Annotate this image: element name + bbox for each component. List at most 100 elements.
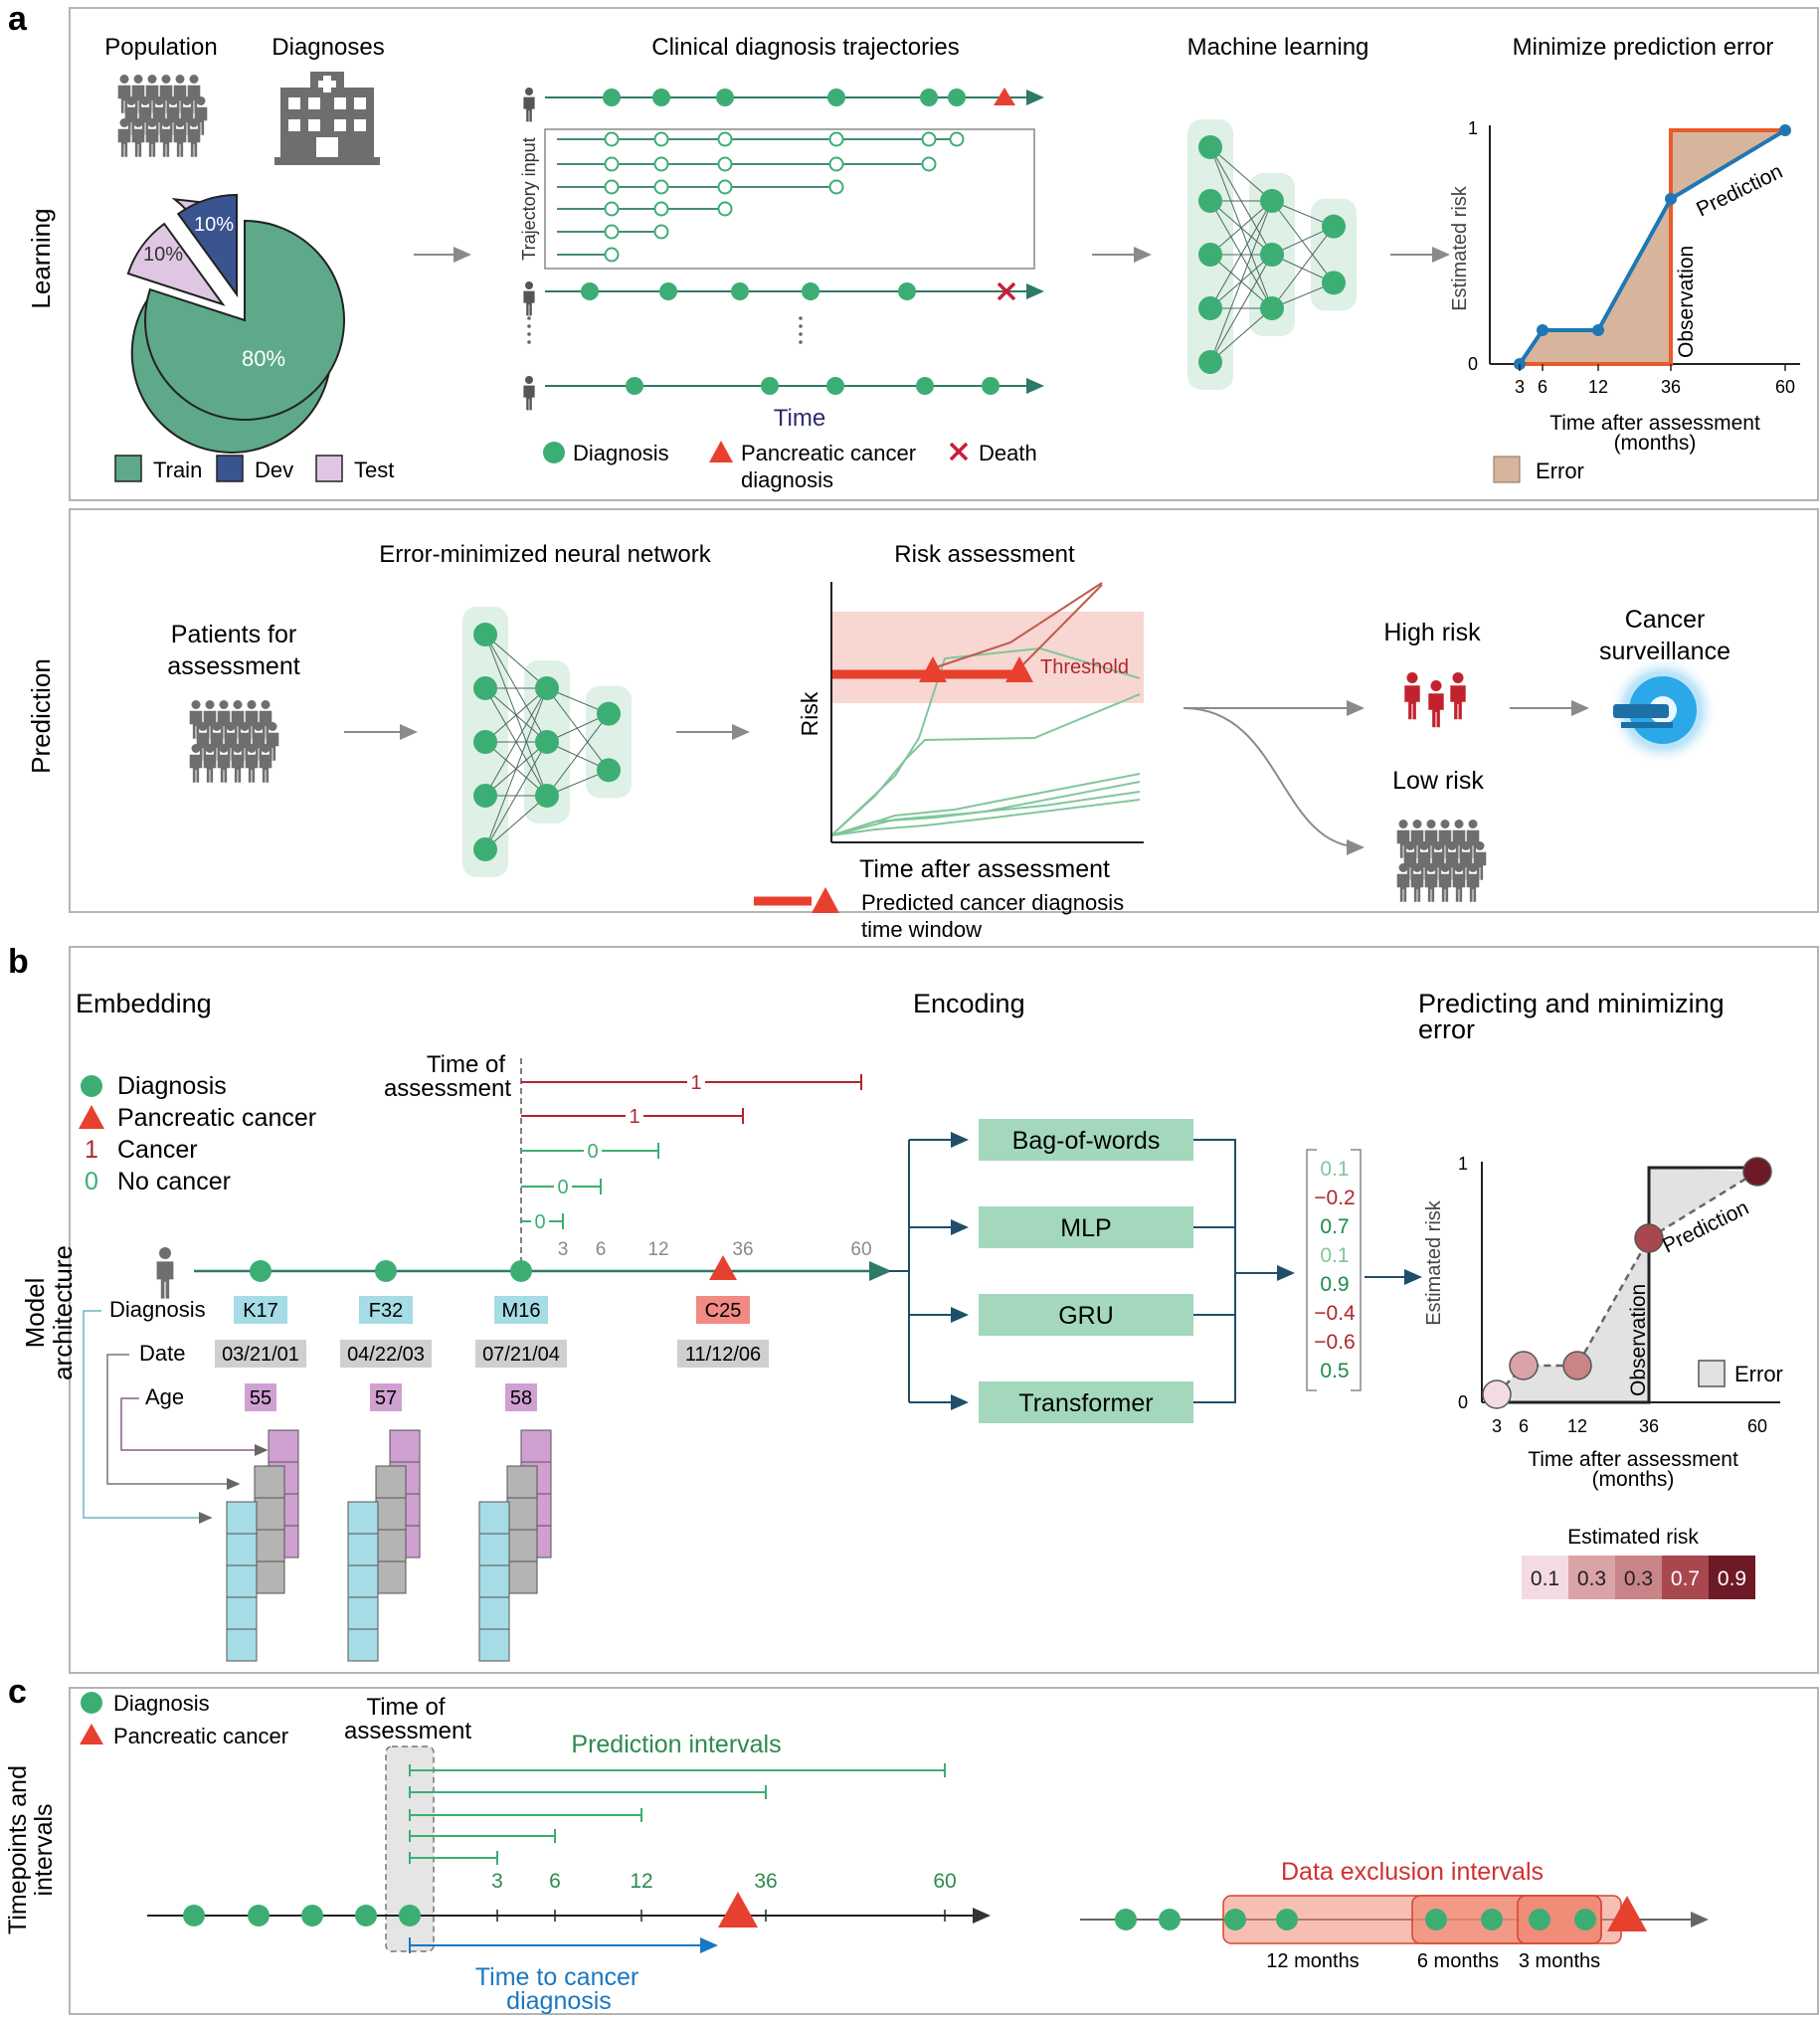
panel-c-row-label-2: intervals xyxy=(30,1803,58,1896)
pie-label-dev: 10% xyxy=(194,214,234,236)
diagnosis-code: K17 xyxy=(243,1300,278,1322)
date-value: 11/12/06 xyxy=(685,1344,761,1366)
x-tick-label: 12 xyxy=(1567,1416,1587,1436)
legend-train: Train xyxy=(153,458,202,482)
interval-label-bg xyxy=(531,1210,549,1232)
input-diagnosis-dot xyxy=(653,201,669,217)
nn-node xyxy=(1198,189,1222,213)
diagnosis-code: C25 xyxy=(705,1300,742,1322)
patients-crowd-icon xyxy=(189,700,279,783)
x-tick-label: 3 xyxy=(1515,377,1525,397)
ellipsis-dot xyxy=(527,316,531,320)
diagnosis-dot xyxy=(183,1905,205,1927)
risk-trajectory-low xyxy=(830,799,1141,836)
chart-b-error-swatch xyxy=(1698,1360,1726,1387)
input-diagnosis-dot xyxy=(653,131,669,147)
c-assessment-window xyxy=(385,1745,435,1952)
diagnosis-dot xyxy=(731,282,749,300)
date-tag xyxy=(215,1340,306,1368)
legend-pancreatic-2: diagnosis xyxy=(741,467,833,492)
panel-letter-a: a xyxy=(8,0,28,38)
diagnosis-embedding-cell xyxy=(347,1628,379,1662)
legend-death-cross xyxy=(949,442,969,461)
risk-scale-cell xyxy=(1615,1556,1662,1599)
b-legend-cancer-symbol: 1 xyxy=(85,1136,98,1164)
encoder-label: GRU xyxy=(1058,1302,1114,1330)
nn-edge xyxy=(1271,226,1335,309)
death-cross-icon xyxy=(997,281,1016,301)
diagnosis-dot xyxy=(920,89,938,106)
b-legend-nocancer: No cancer xyxy=(117,1168,231,1195)
neural-network-prediction xyxy=(462,607,632,877)
diagnosis-embedding-cell xyxy=(226,1564,258,1598)
age-embedding-cell xyxy=(520,1429,552,1463)
exclusion-label-6: 6 months xyxy=(1417,1950,1499,1972)
error-area xyxy=(1497,1168,1757,1402)
diagnosis-dot xyxy=(1224,1909,1246,1930)
date-embedding-cell xyxy=(375,1465,407,1499)
legend-test: Test xyxy=(354,458,394,482)
risk-scale-value: 0.7 xyxy=(1671,1567,1700,1590)
panel-c-row-label-1: Timepoints and xyxy=(4,1765,32,1934)
legend-swatch-test xyxy=(315,455,343,482)
exclusion-intervals xyxy=(1115,1895,1622,1944)
nn-edge xyxy=(484,741,548,850)
input-diagnosis-dot xyxy=(717,131,733,147)
diagnosis-embedding-cell xyxy=(478,1533,510,1566)
minimize-title: Minimize prediction error xyxy=(1513,34,1774,61)
nn-node xyxy=(1322,271,1346,295)
risk-trajectories xyxy=(830,582,1141,836)
ellipsis-dot xyxy=(527,340,531,344)
age-value: 57 xyxy=(375,1387,397,1409)
diagnoses-title: Diagnoses xyxy=(272,34,384,61)
window-legend-triangle xyxy=(812,887,839,913)
observation-line xyxy=(1497,1166,1757,1404)
interval-label-bg xyxy=(687,1071,705,1093)
diagnosis-embedding-cell xyxy=(347,1501,379,1535)
panel-letter-b: b xyxy=(8,943,29,981)
error-chart-model xyxy=(1481,1157,1780,1409)
input-diagnosis-dot xyxy=(717,201,733,217)
nn-edge xyxy=(1209,254,1273,363)
c-time-of-1: Time of xyxy=(366,1694,445,1721)
nn-node xyxy=(1198,296,1222,320)
date-embedding-cell xyxy=(375,1529,407,1562)
x-tick-label: 60 xyxy=(1747,1416,1767,1436)
c-prediction-intervals xyxy=(409,1763,946,1865)
nn-node xyxy=(1260,189,1284,213)
nn-node xyxy=(1198,350,1222,374)
ct-scanner-icon xyxy=(1608,655,1718,765)
nn-edge xyxy=(1209,200,1273,256)
input-diagnosis-dot xyxy=(604,224,620,240)
c-legend-pancreatic-triangle xyxy=(80,1724,103,1744)
encoder-box xyxy=(979,1119,1193,1161)
date-embedding-cell xyxy=(254,1497,285,1531)
chart-b-ytick-0: 0 xyxy=(1458,1392,1468,1412)
x-tick-label: 60 xyxy=(1775,377,1795,397)
nn-node xyxy=(535,730,559,754)
c-time-to-1: Time to cancer xyxy=(475,1963,638,1991)
error-chart-learning xyxy=(1489,124,1800,370)
nn-edge xyxy=(546,713,610,797)
nn-node xyxy=(473,784,497,808)
input-diagnosis-dot xyxy=(604,179,620,195)
date-tag xyxy=(475,1340,567,1368)
pie-slice-train xyxy=(144,219,345,421)
date-embedding-cell xyxy=(375,1560,407,1594)
trajectory-input-box xyxy=(544,128,1035,270)
trajectories xyxy=(523,88,1044,411)
date-value: 04/22/03 xyxy=(347,1344,425,1366)
arrow-to-low-risk xyxy=(1183,707,1365,855)
vector-bracket-left xyxy=(1306,1149,1317,1391)
date-embedding-cell xyxy=(506,1465,538,1499)
axis-tick-label: 6 xyxy=(549,1870,561,1893)
exclusion-interval xyxy=(1517,1895,1602,1944)
prediction-point xyxy=(1742,1157,1772,1187)
risk-scale-cell xyxy=(1522,1556,1568,1599)
error-area xyxy=(1520,130,1785,364)
observation-line xyxy=(1520,128,1785,366)
diagnosis-dot xyxy=(826,377,844,395)
